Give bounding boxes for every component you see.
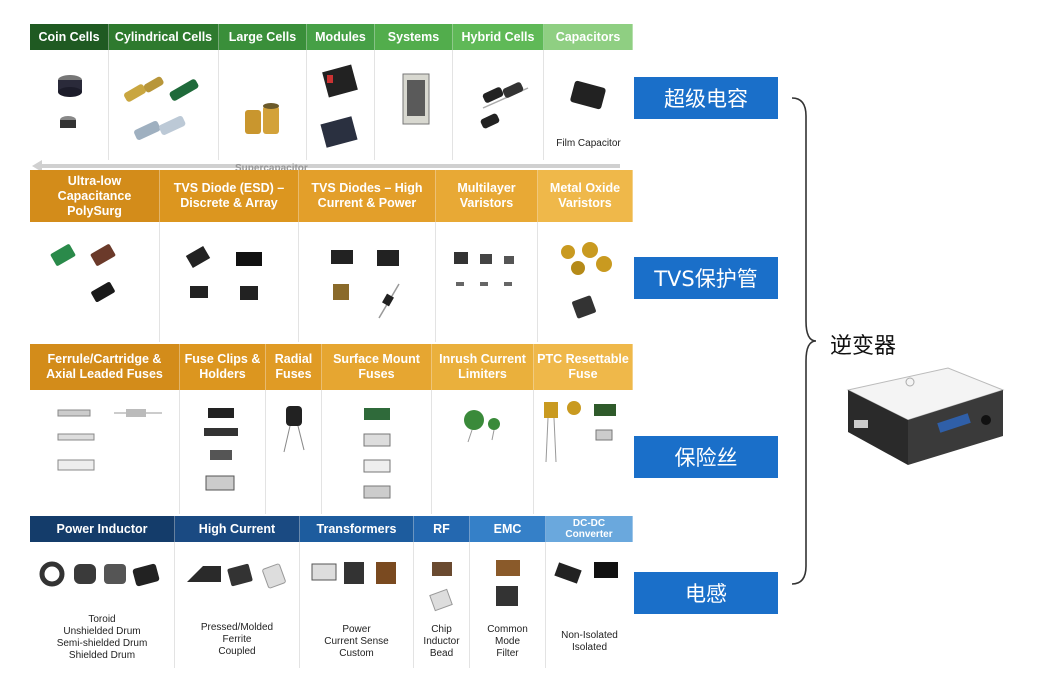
- category-tvs: TVS保护管: [634, 257, 778, 299]
- emc-caption: Common Mode Filter: [487, 624, 528, 659]
- cell-systems: [375, 50, 453, 160]
- header-metal-oxide-varistors: Metal Oxide Varistors: [538, 170, 633, 222]
- surface-mount-fuse-image: [363, 408, 391, 499]
- cell-ferrule-fuses: [30, 390, 180, 514]
- transformer-caption: Power Current Sense Custom: [324, 624, 389, 659]
- cell-fuse-clips: [180, 390, 266, 514]
- header-coin-cells: Coin Cells: [30, 24, 109, 50]
- hybrid-cell-image: [480, 82, 529, 129]
- category-supercapacitor: 超级电容: [634, 77, 778, 119]
- metal-oxide-varistor-image: [561, 242, 612, 319]
- header-ferrule-fuses: Ferrule/Cartridge & Axial Leaded Fuses: [30, 344, 180, 390]
- inrush-limiter-image: [464, 410, 500, 443]
- cell-radial-fuses: [266, 390, 322, 514]
- header-high-current: High Current: [175, 516, 300, 542]
- high-current-caption: Pressed/Molded Ferrite Coupled: [200, 622, 274, 657]
- category-inductor: 电感: [634, 572, 778, 614]
- system-image: [402, 73, 430, 125]
- cell-inrush-current-limiters: [432, 390, 534, 514]
- inverter-image: [846, 367, 1005, 465]
- cell-tvs-diodes-high-current: [299, 222, 436, 342]
- cell-ptc-resettable-fuse: [534, 390, 633, 514]
- emc-filter-image: [496, 560, 520, 606]
- cell-rf: Chip Inductor Bead: [414, 542, 470, 668]
- battery-section: Coin Cells Cylindrical Cells Large Cells…: [30, 24, 633, 174]
- tvs-section: Ultra-low Capacitance PolySurg TVS Diode…: [30, 170, 633, 342]
- multilayer-varistor-image: [454, 252, 514, 286]
- cell-capacitors: Film Capacitor: [544, 50, 633, 160]
- cell-power-inductor: Toroid Unshielded Drum Semi-shielded Dru…: [30, 542, 175, 668]
- power-inductor-image: [39, 561, 160, 587]
- rf-caption: Chip Inductor Bead: [423, 624, 460, 659]
- header-cylindrical-cells: Cylindrical Cells: [109, 24, 219, 50]
- header-ptc-resettable-fuse: PTC Resettable Fuse: [534, 344, 633, 390]
- header-capacitors: Capacitors: [544, 24, 633, 50]
- rf-inductor-image: [429, 562, 453, 612]
- grouping-brace: [791, 97, 817, 585]
- cell-metal-oxide-varistors: [538, 222, 633, 342]
- header-power-inductor: Power Inductor: [30, 516, 175, 542]
- tvs-diodes-high-current-image: [331, 250, 400, 319]
- header-modules: Modules: [307, 24, 375, 50]
- cell-transformers: Power Current Sense Custom: [300, 542, 414, 668]
- header-surface-mount-fuses: Surface Mount Fuses: [322, 344, 432, 390]
- cell-coin-cells: [30, 50, 109, 160]
- cell-multilayer-varistors: [436, 222, 538, 342]
- film-capacitor-image: [570, 80, 606, 110]
- high-current-inductor-image: [187, 563, 286, 589]
- ferrule-fuse-image: [57, 409, 162, 471]
- dc-dc-converter-image: [554, 562, 618, 584]
- inductor-section: Power Inductor High Current Transformers…: [30, 516, 633, 668]
- supercapacitor-label: Supercapacitor: [235, 163, 308, 174]
- coin-cell-image: [58, 75, 82, 128]
- polysurg-image: [50, 244, 116, 302]
- fuse-clip-image: [204, 408, 238, 491]
- cell-hybrid-cells: [453, 50, 544, 160]
- header-inrush-current-limiters: Inrush Current Limiters: [432, 344, 534, 390]
- header-fuse-clips: Fuse Clips & Holders: [180, 344, 266, 390]
- ptc-fuse-image: [544, 401, 616, 463]
- dc-dc-converter-caption: Non-Isolated Isolated: [561, 630, 618, 653]
- header-transformers: Transformers: [300, 516, 414, 542]
- header-tvs-diode-esd: TVS Diode (ESD) – Discrete & Array: [160, 170, 299, 222]
- header-large-cells: Large Cells: [219, 24, 307, 50]
- header-emc: EMC: [470, 516, 546, 542]
- header-systems: Systems: [375, 24, 453, 50]
- power-inductor-caption: Toroid Unshielded Drum Semi-shielded Dru…: [56, 614, 148, 661]
- radial-fuse-image: [283, 406, 305, 453]
- header-tvs-diodes-high-current: TVS Diodes – High Current & Power: [299, 170, 436, 222]
- header-polysurg: Ultra-low Capacitance PolySurg: [30, 170, 160, 222]
- transformer-image: [311, 562, 396, 584]
- header-hybrid-cells: Hybrid Cells: [453, 24, 544, 50]
- cell-high-current: Pressed/Molded Ferrite Coupled: [175, 542, 300, 668]
- film-capacitor-label: Film Capacitor: [556, 138, 621, 149]
- header-radial-fuses: Radial Fuses: [266, 344, 322, 390]
- cell-surface-mount-fuses: [322, 390, 432, 514]
- supercapacitor-bracket: [32, 160, 620, 172]
- cylindrical-cell-image: [124, 76, 199, 140]
- cell-dc-dc-converter: Non-Isolated Isolated: [546, 542, 633, 668]
- cell-tvs-diode-esd: [160, 222, 299, 342]
- header-multilayer-varistors: Multilayer Varistors: [436, 170, 538, 222]
- tvs-diode-esd-image: [185, 245, 262, 300]
- cell-polysurg: [30, 222, 160, 342]
- header-rf: RF: [414, 516, 470, 542]
- category-fuse: 保险丝: [634, 436, 778, 478]
- inverter-label: 逆变器: [830, 334, 897, 359]
- cell-modules: [307, 50, 375, 160]
- fuse-section: Ferrule/Cartridge & Axial Leaded Fuses F…: [30, 344, 633, 514]
- cell-large-cells: [219, 50, 307, 160]
- cell-emc: Common Mode Filter: [470, 542, 546, 668]
- module-image: [320, 64, 358, 148]
- large-cell-image: [245, 103, 279, 134]
- header-dc-dc-converter: DC-DC Converter: [546, 516, 633, 542]
- cell-cylindrical-cells: [109, 50, 219, 160]
